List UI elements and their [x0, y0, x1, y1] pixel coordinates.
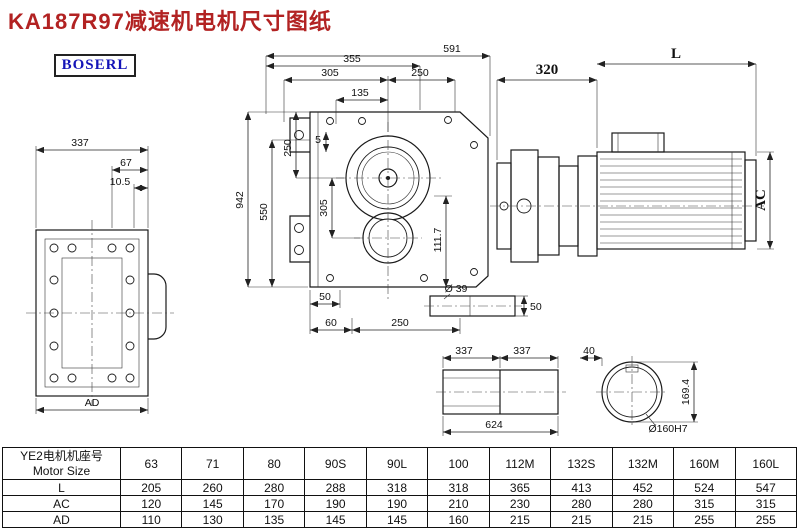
size-col-63: 63 — [119, 447, 183, 480]
shaft-end-view-dims: 169.4 Ø160H7 — [634, 361, 698, 435]
cell-AC-132S: 280 — [550, 495, 613, 512]
dim-355: 355 — [343, 53, 361, 65]
cell-AD-80: 135 — [242, 511, 306, 528]
cell-AC-90S: 190 — [304, 495, 367, 512]
cell-L-90S: 288 — [304, 479, 367, 496]
dim-305-left: 305 — [318, 199, 330, 217]
table-row-L: L 205 260 280 288 318 318 365 413 452 52… — [2, 479, 798, 496]
motor-size-header-cell: YE2电机机座号 Motor Size — [2, 447, 121, 480]
cell-AD-100: 160 — [427, 511, 490, 528]
main-view-dims: 591 355 305 250 135 942 550 250 5 305 11… — [234, 43, 542, 334]
cell-AC-90L: 190 — [365, 495, 429, 512]
dim-5: 5 — [315, 134, 321, 146]
dim-942: 942 — [234, 191, 246, 209]
dim-135: 135 — [351, 87, 369, 99]
motor-view — [490, 132, 764, 263]
dim-320: 320 — [536, 62, 559, 78]
dim-50-right: 50 — [530, 301, 542, 313]
brand-logo-box: BOSERL — [54, 54, 136, 77]
dim-shaft-diameter: Ø 39 — [445, 283, 468, 295]
rear-view — [26, 220, 174, 406]
size-col-112M: 112M — [488, 447, 552, 480]
dim-337-rear: 337 — [71, 137, 89, 149]
main-view — [289, 111, 522, 317]
dim-60: 60 — [325, 317, 337, 329]
table-row-AC: AC 120 145 170 190 190 210 230 280 280 3… — [2, 495, 798, 512]
cell-L-132S: 413 — [550, 479, 613, 496]
cell-AD-90L: 145 — [365, 511, 429, 528]
cell-AD-132S: 215 — [550, 511, 613, 528]
cell-L-71: 260 — [181, 479, 244, 496]
cell-AD-160M: 255 — [673, 511, 736, 528]
size-col-90L: 90L — [365, 447, 429, 480]
rear-view-dims: 337 67 10.5 AD — [35, 137, 149, 414]
dim-305-top: 305 — [321, 67, 339, 79]
cell-L-63: 205 — [119, 479, 183, 496]
cell-L-90L: 318 — [365, 479, 429, 496]
shaft-view-dims: 337 337 624 40 — [442, 345, 603, 436]
row-label-AD: AD — [2, 511, 121, 528]
dim-250-left: 250 — [282, 139, 294, 157]
cell-AC-160M: 315 — [673, 495, 736, 512]
page-title: KA187R97减速机电机尺寸图纸 — [8, 9, 332, 34]
shaft-end-view — [596, 356, 668, 428]
size-col-160M: 160M — [673, 447, 736, 480]
motor-size-label-en: Motor Size — [32, 463, 91, 478]
dim-550: 550 — [258, 203, 270, 221]
cell-L-100: 318 — [427, 479, 490, 496]
dim-AD: AD — [85, 397, 100, 409]
cell-AC-100: 210 — [427, 495, 490, 512]
cell-AD-132M: 215 — [611, 511, 675, 528]
cell-AC-160L: 315 — [734, 495, 798, 512]
cell-AD-63: 110 — [119, 511, 183, 528]
size-col-71: 71 — [181, 447, 244, 480]
size-col-160L: 160L — [734, 447, 798, 480]
cell-AC-112M: 230 — [488, 495, 552, 512]
table-row-AD: AD 110 130 135 145 145 160 215 215 215 2… — [2, 511, 798, 528]
motor-size-table: YE2电机机座号 Motor Size 63 71 80 90S 90L 100… — [2, 447, 798, 528]
cell-AC-132M: 280 — [611, 495, 675, 512]
cell-AD-160L: 255 — [734, 511, 798, 528]
brand-logo: BOSERL — [61, 57, 129, 73]
dim-L: L — [671, 46, 681, 62]
cell-L-132M: 452 — [611, 479, 675, 496]
dim-50-bottom: 50 — [319, 291, 331, 303]
cell-L-80: 280 — [242, 479, 306, 496]
size-col-100: 100 — [427, 447, 490, 480]
dim-337-shaft-b: 337 — [513, 345, 531, 357]
technical-drawing: 337 67 10.5 AD — [26, 43, 774, 436]
dim-337-shaft-a: 337 — [455, 345, 473, 357]
cell-L-112M: 365 — [488, 479, 552, 496]
cell-AD-112M: 215 — [488, 511, 552, 528]
dim-169-4: 169.4 — [680, 379, 692, 405]
dim-250-bottom: 250 — [391, 317, 409, 329]
shaft-view — [436, 369, 566, 415]
cell-AD-90S: 145 — [304, 511, 367, 528]
size-col-80: 80 — [242, 447, 306, 480]
dim-10-5: 10.5 — [110, 176, 131, 188]
size-col-132S: 132S — [550, 447, 613, 480]
dim-bore-160H7: Ø160H7 — [648, 423, 687, 435]
size-col-90S: 90S — [304, 447, 367, 480]
cell-L-160L: 547 — [734, 479, 798, 496]
dim-624: 624 — [485, 419, 503, 431]
dim-111-7: 111.7 — [432, 227, 444, 252]
row-label-AC: AC — [2, 495, 121, 512]
cell-AD-71: 130 — [181, 511, 244, 528]
dim-AC: AC — [753, 189, 769, 211]
dim-591: 591 — [443, 43, 461, 55]
cell-L-160M: 524 — [673, 479, 736, 496]
dim-250-top: 250 — [411, 67, 429, 79]
size-col-132M: 132M — [611, 447, 675, 480]
cell-AC-63: 120 — [119, 495, 183, 512]
dim-40: 40 — [583, 345, 595, 357]
table-header-row: YE2电机机座号 Motor Size 63 71 80 90S 90L 100… — [2, 447, 798, 480]
motor-size-label-cn: YE2电机机座号 — [20, 448, 103, 463]
cell-AC-80: 170 — [242, 495, 306, 512]
row-label-L: L — [2, 479, 121, 496]
dim-67: 67 — [120, 157, 132, 169]
cell-AC-71: 145 — [181, 495, 244, 512]
motor-view-dims: 320 L AC — [496, 46, 774, 250]
